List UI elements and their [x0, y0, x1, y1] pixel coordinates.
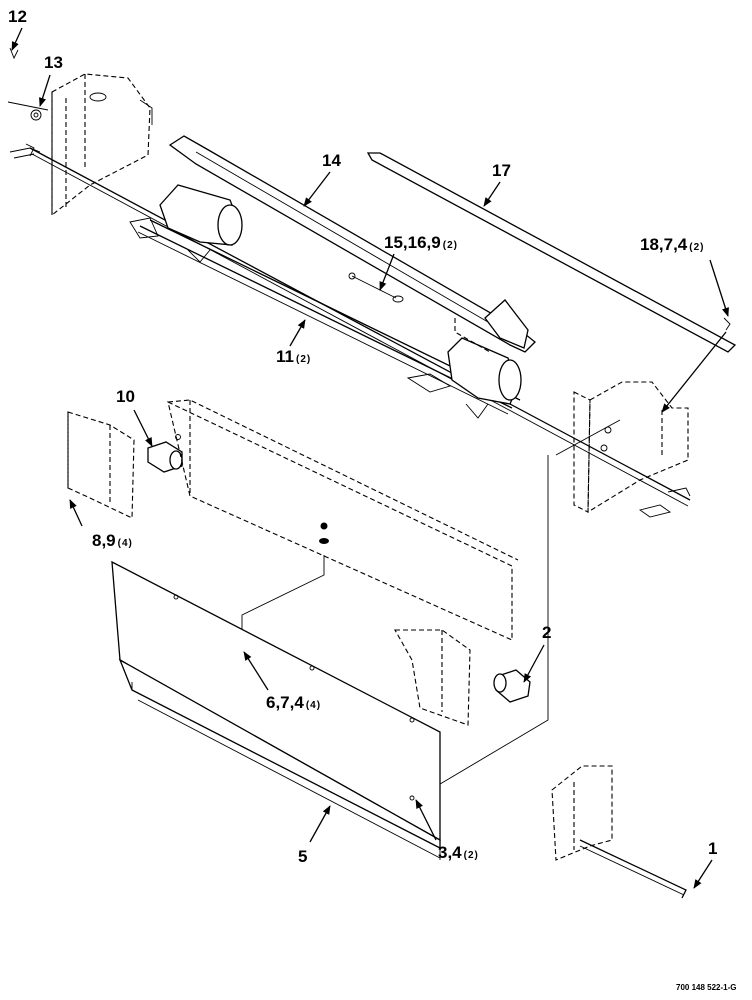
svg-text:14: 14 [322, 151, 341, 170]
svg-text:6,7,4(4): 6,7,4(4) [266, 693, 321, 712]
callout-13: 13 [39, 53, 63, 107]
center-fasteners [241, 522, 329, 640]
callout-17: 17 [483, 161, 511, 207]
callout-11: 11(2) [276, 319, 311, 366]
svg-text:11(2): 11(2) [276, 347, 311, 366]
left-bearing-item-10 [147, 434, 183, 473]
callout-12: 12 [8, 7, 27, 51]
main-shaft [29, 147, 691, 507]
right-side-plate [394, 629, 471, 726]
link-item-1 [551, 765, 687, 899]
svg-text:1: 1 [708, 839, 717, 858]
svg-text:18,7,4(2): 18,7,4(2) [640, 235, 705, 254]
callout-15-16-9: 15,16,9(2) [379, 233, 458, 291]
bolt-washer-15-16-9 [348, 272, 404, 303]
svg-text:10: 10 [116, 387, 135, 406]
callout-1: 1 [693, 839, 717, 889]
callout-5: 5 [298, 805, 331, 866]
tine-bar-item-11 [129, 184, 522, 419]
callout-6-7-4: 6,7,4(4) [243, 651, 321, 712]
svg-text:15,16,9(2): 15,16,9(2) [384, 233, 458, 252]
center-rod-bracket [454, 299, 529, 353]
right-end-bracket [573, 381, 689, 513]
callout-2: 2 [523, 623, 551, 683]
figure-id: 700 148 522-1-G [676, 983, 737, 992]
svg-text:17: 17 [492, 161, 511, 180]
callout-18-7-4: 18,7,4(2) [640, 235, 729, 413]
callout-8-9: 8,9(4) [69, 499, 133, 550]
callout-14: 14 [303, 151, 341, 207]
right-pivot-hardware [638, 317, 731, 518]
left-side-plate [67, 411, 135, 519]
callout-10: 10 [116, 387, 153, 447]
strip-item-17 [366, 152, 737, 353]
svg-text:2: 2 [542, 623, 551, 642]
svg-text:13: 13 [44, 53, 63, 72]
front-panel-item-5 [111, 560, 441, 860]
svg-text:5: 5 [298, 847, 307, 866]
rod-item-14 [168, 135, 536, 353]
right-bearing-item-2 [493, 669, 531, 703]
left-pivot-hardware [7, 47, 49, 159]
callout-3-4: 3,4(2) [415, 799, 479, 862]
svg-text:8,9(4): 8,9(4) [92, 531, 133, 550]
left-end-bracket [51, 73, 153, 217]
svg-text:3,4(2): 3,4(2) [438, 843, 479, 862]
alignment-lines [429, 419, 621, 791]
upper-back-panel [167, 399, 519, 641]
svg-text:12: 12 [8, 7, 27, 26]
